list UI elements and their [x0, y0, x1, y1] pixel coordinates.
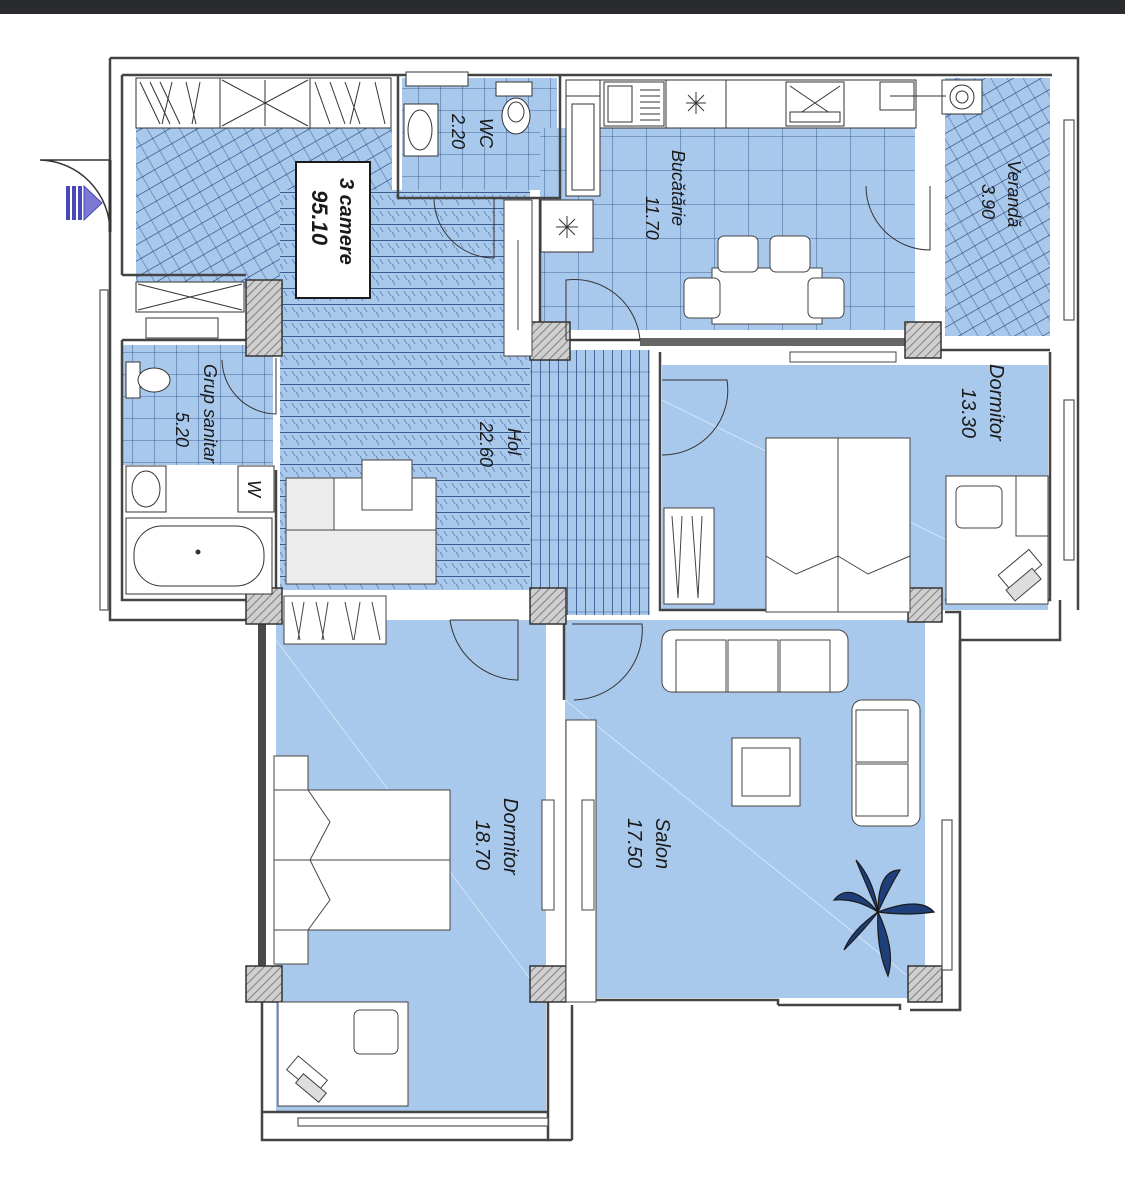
bedroom1-label: Dormitor — [985, 364, 1007, 442]
right-outer-wall — [958, 330, 1080, 1010]
plant-icon — [832, 859, 936, 978]
veranda-area: 3.90 — [978, 184, 998, 219]
sink-icon — [125, 465, 167, 513]
window-bedroom1 — [1063, 399, 1075, 561]
washer-label: W — [244, 480, 264, 499]
chair — [955, 485, 1003, 529]
bedroom-dresser — [789, 351, 897, 363]
column — [245, 279, 283, 357]
kitchen-fixtures — [540, 79, 983, 253]
column — [529, 965, 567, 1003]
hall-furniture — [285, 199, 533, 585]
corridor-wardrobe — [135, 77, 392, 129]
toilet-icon — [125, 361, 171, 399]
bedroom1-furniture — [663, 351, 1049, 613]
bath-label: Grup sanitar — [200, 364, 220, 464]
veranda-floor — [945, 78, 1050, 336]
bath-door[interactable] — [221, 358, 277, 415]
entry-arrow-icon — [66, 184, 103, 222]
refrigerator — [540, 199, 594, 253]
wc-wall — [396, 75, 562, 200]
kitchen-door[interactable] — [565, 279, 641, 341]
bedroom2-door[interactable] — [449, 619, 519, 681]
salon-area: 17.50 — [623, 818, 645, 868]
bedroom1-area: 13.30 — [957, 388, 979, 438]
outer-wall-left — [108, 58, 248, 622]
inner-wall-corridor — [120, 73, 1052, 277]
bath-area: 5.20 — [172, 412, 192, 447]
wc-label: WC — [476, 118, 496, 149]
hall-label: Hol — [504, 428, 524, 456]
columns — [245, 279, 943, 1003]
salon-door[interactable] — [572, 623, 643, 701]
bath-fixtures — [125, 281, 275, 595]
kitchen-area: 11.70 — [642, 196, 662, 240]
dining-table — [711, 267, 823, 325]
laptop-icon — [285, 1055, 329, 1103]
hall-floor-lower — [530, 350, 650, 615]
salon-label: Salon — [651, 818, 673, 869]
veranda-label: Verandă — [1004, 160, 1024, 227]
veranda-door[interactable] — [865, 185, 931, 251]
bedroom-wardrobe — [663, 507, 715, 605]
dining-set — [683, 235, 845, 325]
dining-chair — [717, 235, 759, 273]
entry-door[interactable] — [39, 159, 112, 233]
window-bedroom2 — [297, 1117, 549, 1127]
apartment-type-label: 3 camere — [335, 178, 357, 265]
windows — [99, 119, 1075, 1127]
dining-chair — [683, 277, 721, 319]
window-veranda — [1063, 119, 1075, 321]
bathtub-icon — [125, 517, 273, 595]
bedroom1-door[interactable] — [661, 379, 729, 456]
chair — [353, 1009, 399, 1055]
kitchen-label: Bucătărie — [668, 150, 688, 226]
column — [907, 965, 943, 1003]
bedroom2-furniture — [273, 595, 451, 1107]
top-bar — [0, 0, 1125, 14]
apartment-summary-box: 3 camere 95.10 — [295, 161, 371, 299]
toilet-icon — [495, 81, 533, 135]
doors — [221, 185, 931, 701]
bath-floor — [123, 345, 273, 465]
wc-area: 2.20 — [448, 113, 468, 149]
column — [907, 587, 943, 623]
salon-lower-wall — [548, 1003, 902, 1142]
laptop-icon — [997, 548, 1043, 602]
sink-icon — [603, 81, 665, 127]
dining-chair — [807, 277, 845, 319]
column — [904, 321, 942, 359]
salon-furniture — [541, 629, 936, 1003]
hall-area: 22.60 — [476, 421, 496, 467]
column — [245, 965, 283, 1003]
outer-wall-top — [110, 56, 1080, 330]
window-bath — [99, 289, 109, 611]
ottoman — [361, 459, 413, 511]
apartment-total-area: 95.10 — [307, 190, 332, 246]
stove-icon — [785, 81, 845, 127]
nightstand — [273, 755, 309, 791]
boiler-icon — [879, 79, 983, 115]
column — [529, 321, 571, 361]
column — [529, 587, 567, 625]
nightstand — [273, 929, 309, 965]
dining-chair — [769, 235, 811, 273]
washer — [237, 465, 275, 513]
wc-fixtures — [403, 71, 533, 157]
room-labels: 3 camere 95.10 WC 2.20 Bucătărie 11.70 V… — [172, 113, 1024, 876]
bedroom2-area: 18.70 — [471, 820, 493, 870]
window-salon — [941, 819, 953, 971]
wc-door[interactable] — [433, 197, 495, 259]
bedroom2-label: Dormitor — [499, 798, 521, 876]
